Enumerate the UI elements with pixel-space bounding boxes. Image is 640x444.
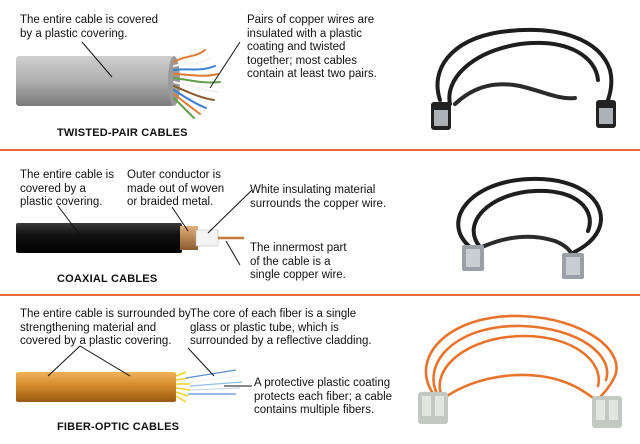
twisted-pair-cable-photo xyxy=(435,27,614,120)
coax-outer-conductor-label: Outer conductor is made out of woven or … xyxy=(127,169,225,208)
rj45-connector-icon xyxy=(431,100,616,130)
bnc-connector-icon xyxy=(462,245,584,279)
coaxial-section: The entire cable is covered by a plastic… xyxy=(0,151,640,294)
fiber-jacket xyxy=(16,372,176,402)
twisted-pair-jacket xyxy=(16,56,174,106)
sc-connector-icon xyxy=(418,392,622,428)
twisted-pair-caption: TWISTED-PAIR CABLES xyxy=(57,127,188,139)
fiber-core-label: The core of each fiber is a single glass… xyxy=(190,308,372,347)
fiber-strength-label: The entire cable is surrounded by streng… xyxy=(20,308,191,347)
twisted-pairs-label: Pairs of copper wires are insulated with… xyxy=(247,14,377,80)
coaxial-caption: COAXIAL CABLES xyxy=(57,273,158,285)
coax-jacket xyxy=(16,223,182,253)
coax-jacket-label: The entire cable is covered by a plastic… xyxy=(20,169,114,208)
twisted-pair-illustration xyxy=(16,27,616,130)
fiber-strength-member xyxy=(175,371,191,403)
coaxial-illustration xyxy=(16,176,603,279)
fiber-optic-caption: FIBER-OPTIC CABLES xyxy=(57,421,180,433)
fiber-optic-cable-photo xyxy=(424,314,618,402)
section-divider xyxy=(0,294,640,296)
coax-core-label: The innermost part of the cable is a sin… xyxy=(250,242,347,281)
twisted-jacket-label: The entire cable is covered by a plastic… xyxy=(20,14,159,40)
optical-fibers xyxy=(185,369,243,395)
fiber-optic-section: The entire cable is surrounded by streng… xyxy=(0,296,640,444)
coax-insulating-label: White insulating material surrounds the … xyxy=(250,184,387,210)
coax-braid xyxy=(180,226,198,250)
coax-insulator xyxy=(195,229,219,247)
twisted-pair-section: The entire cable is covered by a plastic… xyxy=(0,0,640,149)
coaxial-cable-photo xyxy=(456,176,603,259)
twisted-wires xyxy=(173,49,221,119)
fiber-optic-illustration xyxy=(16,314,622,428)
section-divider xyxy=(0,149,640,151)
fiber-coating-label: A protective plastic coating protects ea… xyxy=(254,377,393,416)
